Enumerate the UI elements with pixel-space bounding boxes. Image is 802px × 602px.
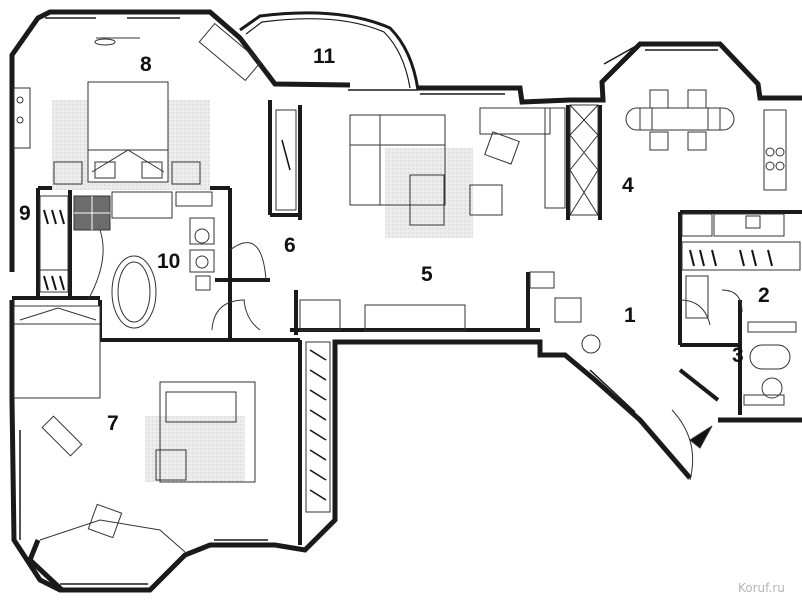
room-number-3: 3 bbox=[732, 344, 744, 367]
room-number-8: 8 bbox=[140, 53, 152, 76]
closet-9 bbox=[39, 195, 69, 293]
room-number-11: 11 bbox=[313, 45, 336, 68]
outer-walls bbox=[9, 9, 802, 593]
room-number-1: 1 bbox=[624, 304, 636, 327]
bathroom-10-fixtures bbox=[73, 191, 215, 329]
room-number-9: 9 bbox=[19, 202, 31, 225]
windows bbox=[19, 17, 757, 585]
bedroom-8-furniture bbox=[13, 22, 262, 190]
room-number-4: 4 bbox=[622, 174, 634, 197]
dining-4-furniture bbox=[569, 89, 787, 237]
room-number-10: 10 bbox=[157, 250, 180, 273]
room-number-5: 5 bbox=[421, 263, 433, 286]
hallway-6 bbox=[275, 109, 331, 513]
room-number-2: 2 bbox=[758, 284, 770, 307]
rooms-2-3-fixtures bbox=[581, 241, 801, 406]
interior-walls bbox=[12, 100, 802, 545]
room-number-7: 7 bbox=[107, 412, 119, 435]
doors bbox=[87, 229, 743, 481]
watermark: Koruf.ru bbox=[738, 581, 785, 595]
room-labels: 1 2 3 4 5 6 7 8 9 10 11 bbox=[19, 45, 770, 435]
living-5-furniture bbox=[299, 107, 582, 332]
bedroom-7-furniture bbox=[13, 305, 256, 553]
room-number-6: 6 bbox=[284, 234, 296, 257]
balcony bbox=[239, 11, 420, 91]
